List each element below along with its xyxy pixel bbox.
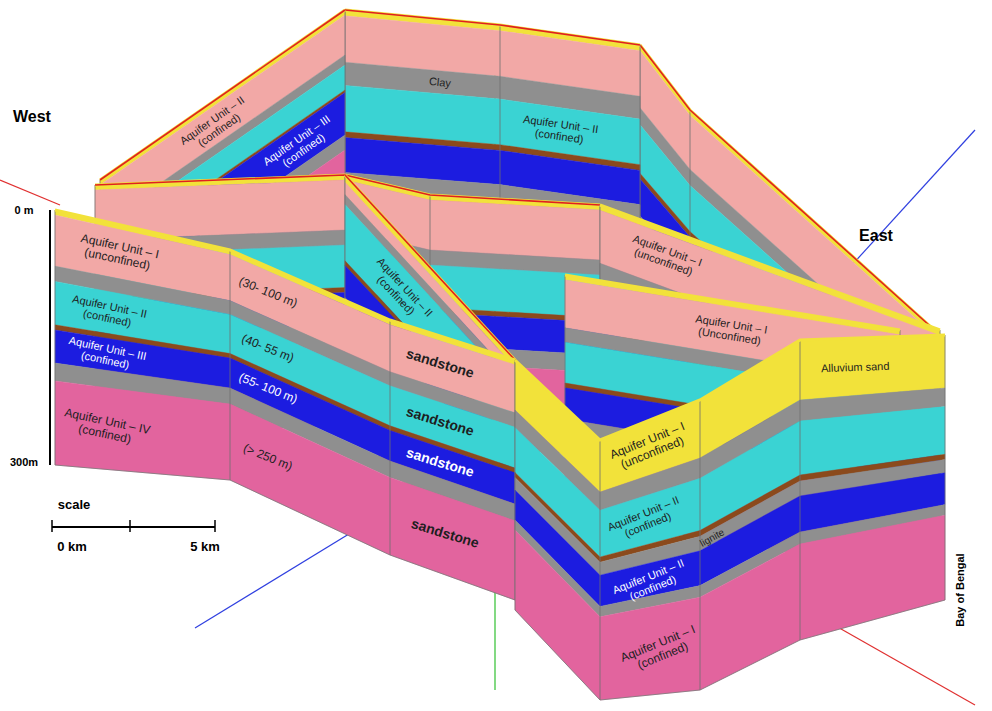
- panel-top: [515, 335, 945, 440]
- panel-edge: [55, 210, 56, 465]
- scale-tick: [51, 520, 53, 532]
- panel-edge: [945, 335, 946, 600]
- panel-base: [55, 465, 515, 600]
- scale-tick: [214, 520, 216, 532]
- panel-edge: [390, 320, 391, 555]
- depth-axis: [49, 210, 51, 465]
- layer-label: Bay of Bengal: [954, 553, 966, 626]
- panel-top: [100, 10, 345, 180]
- layer-label: 0 m: [15, 204, 34, 216]
- panel-edge: [515, 360, 516, 610]
- panel-edge: [230, 250, 231, 480]
- layer-label: East: [859, 227, 893, 245]
- scale-bar: [52, 526, 215, 528]
- layer-label: scale: [58, 498, 91, 512]
- axis-line: [0, 180, 60, 205]
- panel-top: [345, 10, 640, 45]
- panel-top: [100, 10, 345, 180]
- layer-label: 5 km: [190, 540, 220, 554]
- scale-tick: [129, 520, 131, 532]
- layer-label: West: [13, 108, 51, 126]
- panel-edge: [600, 440, 601, 700]
- fence-panels: [55, 10, 945, 700]
- panel-top: [345, 10, 640, 45]
- panel-top: [55, 210, 515, 360]
- layer-label: Alluvium sand: [821, 360, 890, 374]
- panel-base: [515, 600, 945, 700]
- aquifer-layer: [515, 515, 945, 700]
- layer-label: 300m: [10, 456, 38, 468]
- aquifer-layer: [55, 381, 515, 600]
- layer-label: 0 km: [57, 540, 87, 554]
- panel-edge: [800, 340, 801, 640]
- layer-label: Clay: [428, 75, 451, 89]
